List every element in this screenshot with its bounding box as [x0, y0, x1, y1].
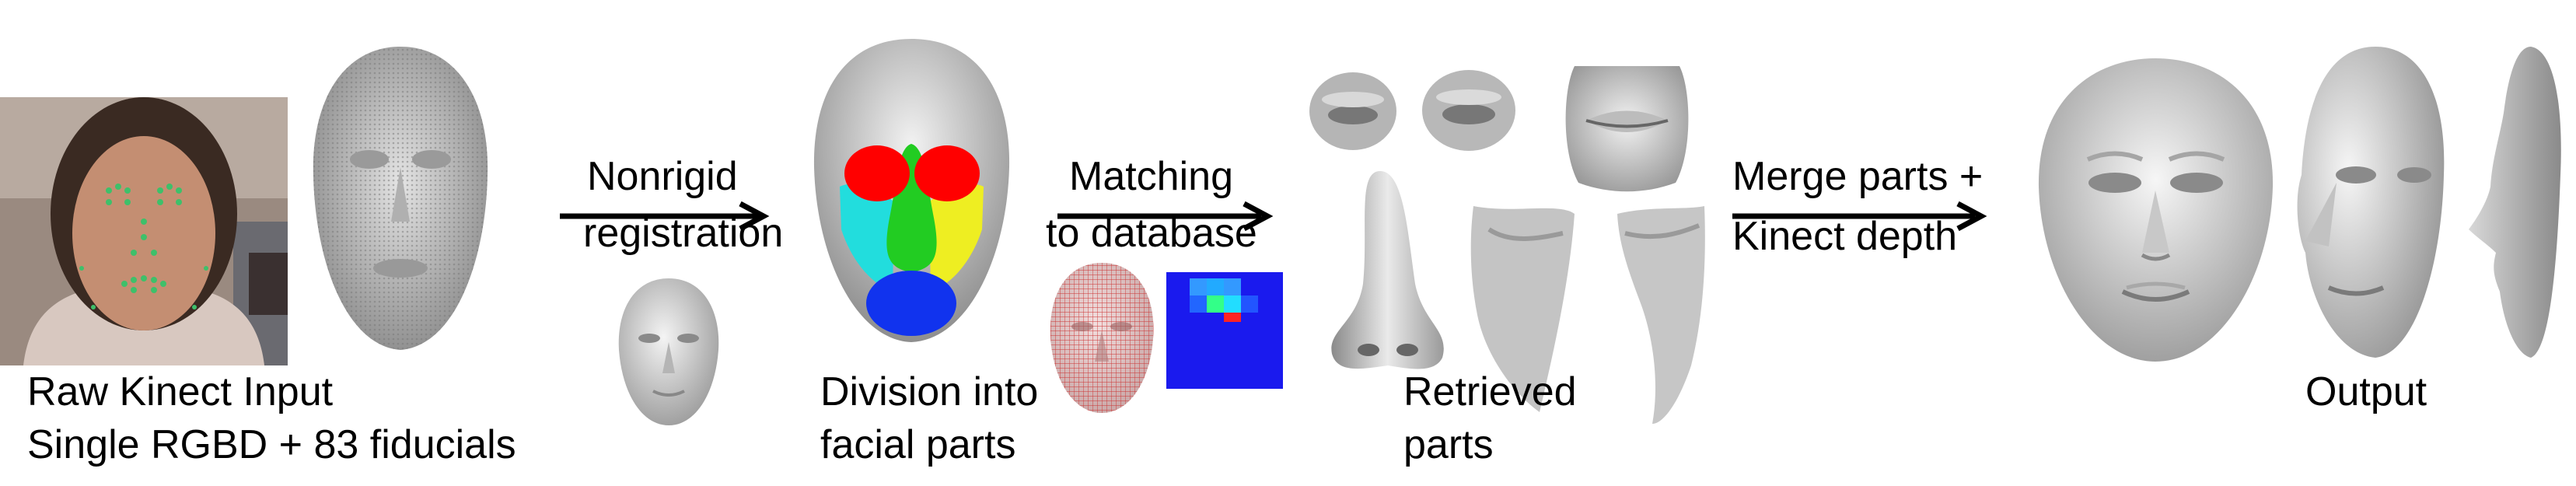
matching-label-line1: Matching — [1069, 154, 1233, 199]
output-face-profile — [2469, 47, 2561, 358]
raw-kinect-photo — [0, 97, 288, 365]
nonrigid-label-line1: Nonrigid — [587, 154, 738, 199]
retrieved-right-eye — [1422, 70, 1515, 151]
matching-label-line2: to database — [1046, 211, 1257, 256]
arrow-merge — [1732, 201, 1987, 232]
nonrigid-label-line2: registration — [583, 211, 784, 256]
template-face-mesh — [618, 278, 719, 425]
retrieved-label-line1: Retrieved — [1403, 369, 1577, 414]
output-label: Output — [2305, 369, 2427, 414]
retrieved-mouth — [1565, 66, 1689, 192]
raw-input-label-line2: Single RGBD + 83 fiducials — [27, 422, 516, 467]
retrieved-left-eye — [1309, 72, 1396, 150]
arrow-nonrigid — [560, 201, 770, 232]
database-mesh-face — [1050, 263, 1154, 413]
retrieved-label-line2: parts — [1403, 422, 1494, 467]
retrieved-right-cheek — [1617, 206, 1705, 424]
retrieved-nose — [1331, 171, 1444, 369]
merge-label-line2: Kinect depth — [1732, 214, 1958, 259]
matching-heatmap — [1166, 272, 1283, 389]
output-face-three-quarter — [2297, 47, 2445, 358]
retrieved-left-cheek — [1470, 206, 1575, 412]
division-label-line2: facial parts — [820, 422, 1016, 467]
division-label-line1: Division into — [820, 369, 1039, 414]
raw-depth-pointcloud — [313, 47, 488, 350]
raw-input-label-line1: Raw Kinect Input — [27, 369, 334, 414]
merge-label-line1: Merge parts + — [1732, 154, 1984, 199]
output-face-frontal — [2038, 58, 2274, 362]
segmented-face — [813, 39, 1010, 342]
arrow-matching — [1057, 201, 1274, 232]
